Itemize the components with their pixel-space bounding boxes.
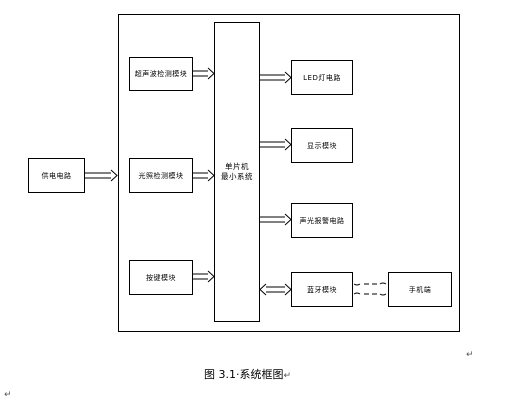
ultrasonic-module-label: 超声波检测模块 <box>134 70 188 78</box>
phone-label: 手机端 <box>408 285 432 294</box>
bluetooth-module-label: 蓝牙模块 <box>307 285 337 294</box>
mcu-label-line2: 最小系统 <box>221 172 253 181</box>
wireless-link-bluetooth-phone <box>353 282 387 296</box>
mcu-label-line1: 单片机 <box>225 162 249 171</box>
figure-caption-text: 图 3.1·系统框图 <box>204 368 284 381</box>
arrow-ultrasonic-to-mcu <box>193 67 215 80</box>
caption-paragraph-mark: ↵ <box>283 371 292 381</box>
alarm-circuit-label: 声光报警电路 <box>299 216 345 225</box>
mcu-minimum-system-block: 单片机 最小系统 <box>214 22 260 322</box>
paragraph-mark-left: ↵ <box>4 390 12 400</box>
bluetooth-module-block: 蓝牙模块 <box>291 272 353 307</box>
key-module-label: 按键模块 <box>146 273 176 282</box>
system-boundary <box>118 14 460 332</box>
arrow-mcu-to-led <box>260 71 292 84</box>
figure-caption: 图 3.1·系统框图↵ <box>204 366 291 382</box>
alarm-circuit-block: 声光报警电路 <box>291 203 353 238</box>
power-supply-label: 供电电路 <box>41 171 72 180</box>
arrow-light-to-mcu <box>193 169 215 182</box>
arrow-mcu-to-alarm <box>260 213 292 226</box>
display-module-block: 显示模块 <box>291 128 353 163</box>
phone-block: 手机端 <box>388 272 452 307</box>
arrow-keys-to-mcu <box>193 270 215 283</box>
led-circuit-label: LED灯电路 <box>303 73 341 82</box>
key-module-block: 按键模块 <box>129 260 193 295</box>
light-detection-label: 光照检测模块 <box>138 171 184 180</box>
light-detection-block: 光照检测模块 <box>129 158 193 193</box>
arrow-power-to-system <box>85 169 118 182</box>
led-circuit-block: LED灯电路 <box>291 60 353 95</box>
power-supply-block: 供电电路 <box>28 158 85 193</box>
arrow-mcu-to-display <box>260 138 292 151</box>
ultrasonic-module-block: 超声波检测模块 <box>129 57 193 91</box>
display-module-label: 显示模块 <box>307 141 337 150</box>
paragraph-mark-right: ↵ <box>466 350 474 360</box>
arrow-mcu-bluetooth-bidirectional <box>259 283 292 296</box>
